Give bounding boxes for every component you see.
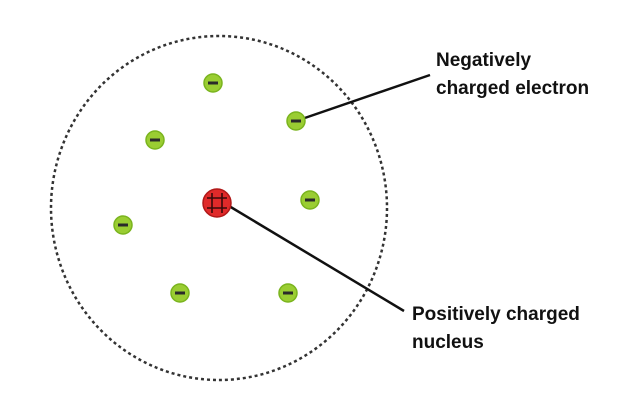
electron-5: [113, 215, 133, 235]
electron-label-line1: Negatively: [436, 50, 531, 71]
plus-icon: [207, 193, 227, 213]
electron-3: [145, 130, 165, 150]
minus-icon: [305, 198, 315, 202]
electron-6: [170, 283, 190, 303]
electron-pointer-line: [295, 73, 431, 123]
minus-icon: [150, 138, 160, 142]
nucleus-pointer-line: [223, 201, 405, 313]
atom-boundary: [49, 34, 389, 382]
minus-icon: [118, 223, 128, 227]
electron-label-line2: charged electron: [436, 78, 589, 99]
nucleus: [202, 188, 232, 218]
minus-icon: [291, 119, 301, 123]
electron-2: [286, 111, 306, 131]
nucleus-label-line2: nucleus: [412, 332, 484, 353]
electron-1: [203, 73, 223, 93]
minus-icon: [175, 291, 185, 295]
minus-icon: [283, 291, 293, 295]
nucleus-label-line1: Positively charged: [412, 304, 580, 325]
electron-4: [300, 190, 320, 210]
nucleus-label: Positively charged nucleus: [412, 304, 585, 353]
electron-label: Negatively charged electron: [436, 50, 589, 99]
minus-icon: [208, 81, 218, 85]
electron-7: [278, 283, 298, 303]
